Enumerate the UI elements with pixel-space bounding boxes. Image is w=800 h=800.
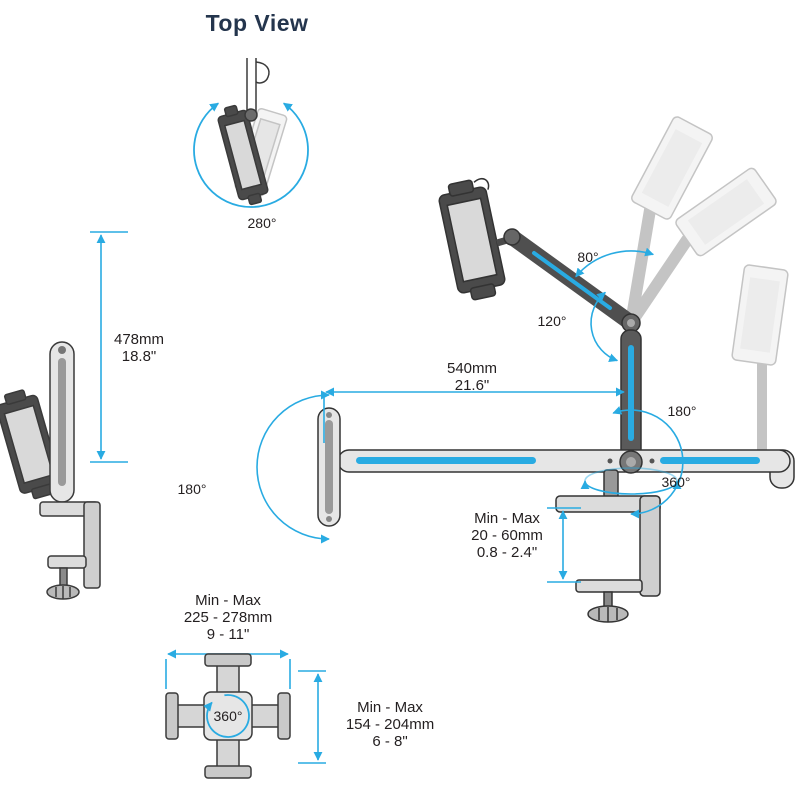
desk-clamp-left: [39, 501, 101, 600]
reach-dimension-label: 540mm 21.6": [412, 360, 532, 394]
holder-height-label: Min - Max 154 - 204mm 6 - 8": [328, 699, 452, 750]
bottom-rotation-label: 360°: [213, 708, 243, 724]
side-view-illustration: [0, 341, 101, 600]
rotation-circle-360: [203, 694, 250, 738]
elbow-swivel-label: 120°: [537, 313, 567, 329]
arc-180-right: [612, 406, 684, 519]
bottom-center-plate: [203, 691, 253, 741]
reach-imperial: 21.6": [454, 377, 490, 394]
tablet-side-view: [0, 389, 62, 500]
tablet-main: [438, 178, 506, 301]
page-title: Top View: [205, 10, 309, 36]
desk-clamp-center: [555, 469, 661, 623]
clamp-dimension-arrow: [547, 507, 581, 583]
base-rotation-label: 360°: [661, 474, 691, 490]
height-dimension-arrow: [90, 231, 128, 463]
rotation-arc-280: [193, 102, 309, 208]
arc-80: [575, 247, 655, 278]
reach-dimension-arrow: [323, 387, 625, 443]
width-metric: 225 - 278mm: [183, 609, 273, 626]
holder-width-label: Min - Max 225 - 278mm 9 - 11": [163, 592, 293, 643]
ghost-tablet-a: [631, 116, 713, 220]
clamp-imperial: 0.8 - 2.4": [476, 544, 538, 561]
height-dimension-label: 478mm 18.8": [104, 331, 174, 365]
width-minmax: Min - Max: [195, 592, 261, 609]
bottom-view-illustration: [165, 653, 291, 779]
height-metric: 478mm: [113, 331, 165, 348]
plate-swivel-left-label: 180°: [177, 481, 207, 497]
depth-imperial: 6 - 8": [372, 733, 408, 750]
arm-tilt-label: 80°: [577, 249, 599, 265]
clamp-metric: 20 - 60mm: [471, 527, 543, 544]
ghost-tablet-c: [731, 264, 789, 366]
depth-dimension-arrow: [298, 670, 326, 764]
height-imperial: 18.8": [121, 348, 157, 365]
ghost-tablet-b: [675, 167, 777, 257]
pivot-joint: [244, 108, 258, 122]
width-imperial: 9 - 11": [206, 626, 250, 643]
depth-minmax: Min - Max: [357, 699, 423, 716]
shoulder-joint: [503, 228, 521, 246]
top-rotation-label: 280°: [247, 215, 277, 231]
arc-120: [590, 291, 619, 363]
clamp-range-label: Min - Max 20 - 60mm 0.8 - 2.4": [450, 510, 564, 561]
main-arm-illustration: [317, 178, 795, 623]
ghost-arm-positions: [625, 116, 789, 455]
joint-swivel-right-label: 180°: [667, 403, 697, 419]
ellipse-360-back: [584, 467, 678, 482]
top-view-illustration: [217, 58, 288, 206]
arc-180-left: [256, 390, 330, 544]
clamp-minmax: Min - Max: [474, 510, 540, 527]
reach-metric: 540mm: [446, 360, 498, 377]
hook-icon: [255, 61, 270, 84]
ellipse-360-front: [580, 480, 682, 495]
depth-metric: 154 - 204mm: [345, 716, 435, 733]
